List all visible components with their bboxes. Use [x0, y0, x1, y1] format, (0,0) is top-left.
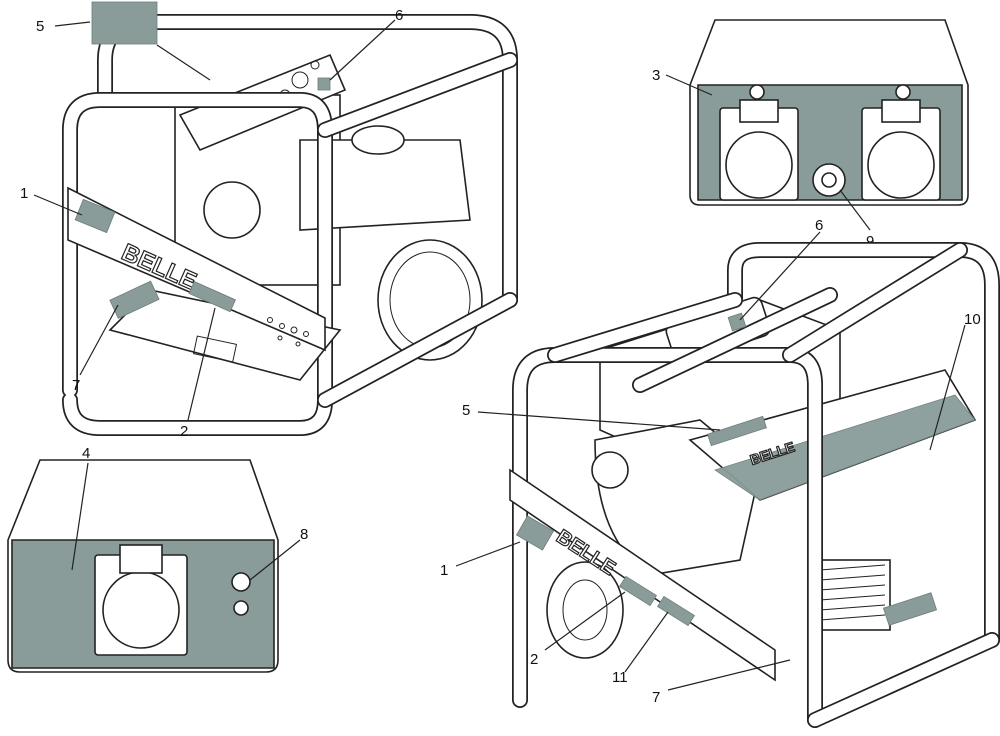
fuel-tank: [299, 139, 471, 231]
warning-label-2-right: [619, 575, 657, 607]
earth-terminal-single[interactable]: [233, 600, 249, 616]
callout-7-left: 7: [72, 377, 80, 394]
warning-label-6-top: [317, 77, 331, 91]
callout-4: 4: [82, 445, 90, 462]
callout-1-right: 1: [440, 562, 448, 579]
socket-left[interactable]: [719, 84, 799, 201]
generator-view-front-left: BELLE 5 6 1 2 7: [20, 1, 518, 440]
callout-6-left: 6: [395, 7, 403, 24]
generator-view-rear-right: BELLE BELLE 6 10 5 1 2 11 7: [440, 217, 1000, 728]
callout-9: 9: [866, 233, 874, 250]
callout-7-right: 7: [652, 689, 660, 706]
socket-panel-view-single: 4 8: [7, 445, 308, 673]
socket-single[interactable]: [94, 544, 188, 656]
warning-label-2: [188, 281, 236, 313]
warning-label-10: [714, 394, 976, 501]
engine-flywheel: [203, 181, 261, 239]
callout-11: 11: [612, 669, 628, 686]
callout-3: 3: [652, 67, 660, 84]
earth-terminal[interactable]: [812, 163, 846, 197]
warning-label-11: [657, 595, 695, 627]
socket-right[interactable]: [861, 84, 941, 201]
warning-label-1-right: [515, 515, 555, 551]
callout-2-left: 2: [180, 423, 188, 440]
wheel: [546, 561, 624, 659]
callout-6-right: 6: [815, 217, 823, 234]
warning-label-7-right: [882, 592, 938, 626]
front-plate: [67, 186, 326, 352]
warning-label-5-right: [707, 415, 767, 447]
warning-label-7: [109, 280, 160, 319]
socket-panel-view-twin: 3 9: [652, 19, 969, 250]
callout-5-right: 5: [462, 402, 470, 419]
fuel-cap: [351, 125, 405, 155]
indicator-light: [231, 572, 251, 592]
callout-2-right: 2: [530, 651, 538, 668]
vent-holes: [267, 317, 309, 347]
front-plate-right: [509, 468, 776, 682]
warning-label-5-top: [91, 1, 158, 45]
callout-10: 10: [964, 311, 981, 328]
callout-5-left: 5: [36, 18, 44, 35]
warning-label-1: [74, 198, 116, 234]
cooling-fins: [814, 559, 891, 631]
callout-1-left: 1: [20, 185, 28, 202]
callout-8: 8: [300, 526, 308, 543]
